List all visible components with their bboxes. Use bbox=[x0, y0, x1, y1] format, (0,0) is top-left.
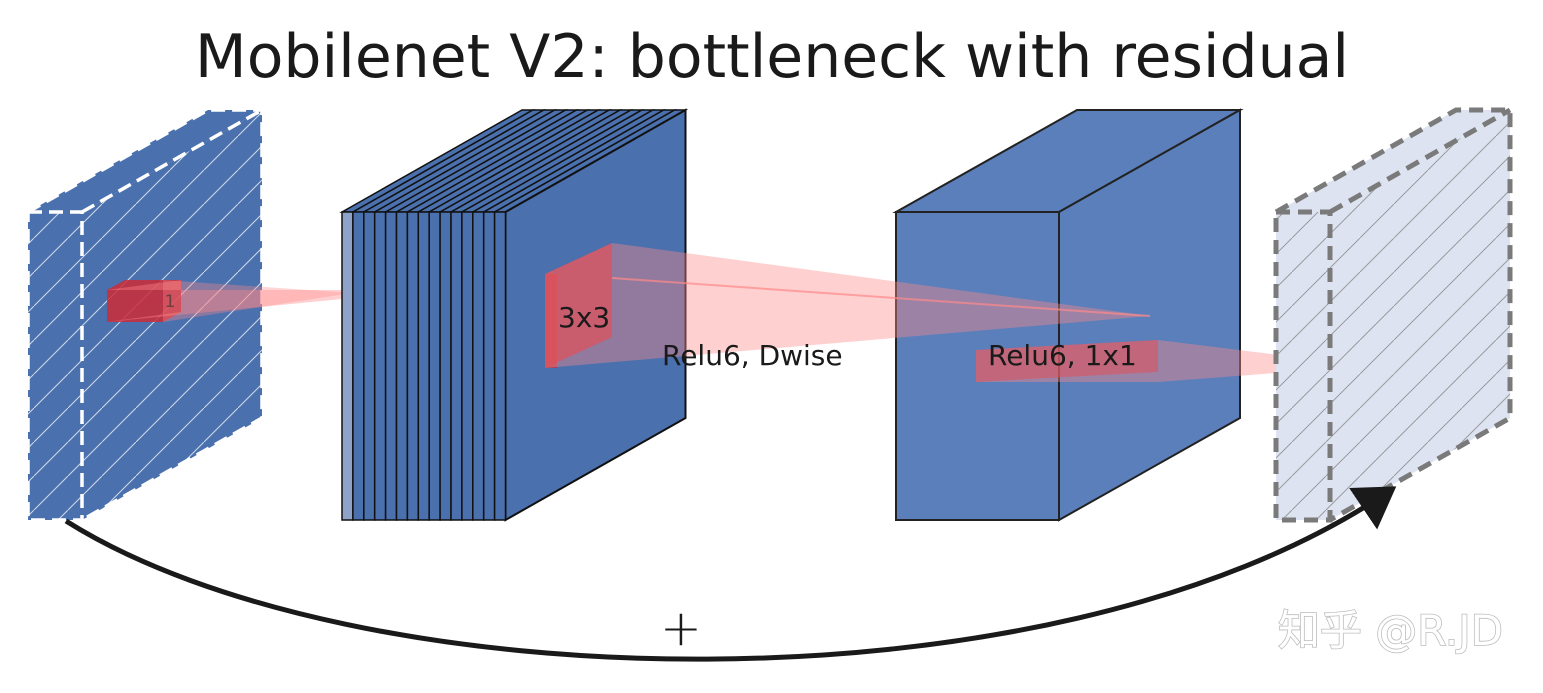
watermark: 知乎 @R.JD bbox=[1278, 606, 1503, 655]
expansion-slice bbox=[341, 211, 354, 521]
input-kernel-label: 1 bbox=[165, 292, 176, 312]
expansion-slice bbox=[439, 211, 452, 521]
expansion-slice bbox=[472, 211, 485, 521]
expansion-slice bbox=[482, 211, 496, 521]
expansion-slice bbox=[395, 211, 409, 521]
residual-add-symbol: + bbox=[660, 599, 702, 657]
expansion-slice bbox=[461, 211, 474, 521]
input-kernel-box: 1 bbox=[107, 280, 181, 322]
expansion-slice bbox=[406, 211, 420, 521]
output-tensor-top bbox=[1276, 110, 1510, 212]
expansion-slice bbox=[352, 211, 365, 521]
dwise-kernel-label: 3x3 bbox=[558, 301, 610, 334]
project-op-label: Relu6, 1x1 bbox=[988, 339, 1137, 372]
output-tensor bbox=[1273, 107, 1513, 523]
input-tensor bbox=[26, 108, 264, 522]
input-tensor-top bbox=[28, 110, 262, 212]
expansion-slice bbox=[417, 211, 430, 521]
expansion-slice bbox=[450, 211, 463, 521]
pointwise-projection-cone bbox=[976, 340, 1367, 382]
expansion-slice bbox=[363, 211, 376, 521]
expansion-slice bbox=[428, 211, 441, 521]
diagram-title: Mobilenet V2: bottleneck with residual bbox=[195, 22, 1349, 92]
expansion-slice bbox=[373, 211, 387, 521]
residual-connection-arrow bbox=[64, 486, 1397, 662]
dwise-op-label: Relu6, Dwise bbox=[662, 339, 843, 372]
pointwise-kernel-box bbox=[976, 340, 1158, 382]
dwise-kernel-box bbox=[545, 243, 612, 368]
expansion-slice bbox=[384, 211, 398, 521]
expansion-slice bbox=[493, 211, 507, 521]
dwise-projection-cone bbox=[545, 243, 1150, 368]
projection-cone-1 bbox=[107, 280, 352, 322]
